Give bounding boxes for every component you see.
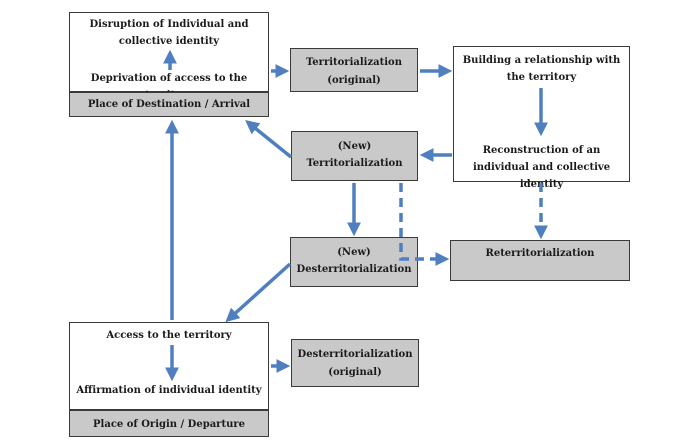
dashed-arrow-new-territorialization-to-reterritorialization bbox=[399, 183, 450, 266]
destination-label: Place of Destination / Arrival bbox=[87, 99, 251, 110]
arrow-new-deterritorialization-to-origin bbox=[225, 262, 292, 323]
deterritorialization-original-box: Desterritorialization (original) bbox=[291, 339, 419, 387]
new-territorialization-box: (New) Territorialization bbox=[291, 131, 418, 181]
relationship-building-text: Building a relationship with the territo… bbox=[462, 55, 621, 83]
identity-affirmation-text: Affirmation of individual identity bbox=[76, 385, 262, 396]
territorialization-original-box: Territorialization (original) bbox=[290, 48, 418, 92]
new-territorialization-line1: (New) bbox=[337, 141, 372, 152]
new-deterritorialization-line2: Desterritorialization bbox=[296, 264, 412, 275]
identity-disruption-text: Disruption of Individual and collective … bbox=[89, 19, 249, 47]
new-deterritorialization-line1: (New) bbox=[337, 247, 371, 258]
arrow-new-territorialization-to-destination bbox=[245, 120, 293, 159]
reterritorialization-box: Reterritorialization bbox=[450, 240, 630, 281]
origin-label-box: Place of Origin / Departure bbox=[69, 410, 269, 437]
destination-label-box: Place of Destination / Arrival bbox=[69, 92, 269, 117]
deterritorialization-original-line2: (original) bbox=[328, 367, 382, 378]
deterritorialization-original-line1: Desterritorialization bbox=[297, 349, 413, 360]
origin-box: Access to the territory Affirmation of i… bbox=[69, 322, 269, 410]
new-territorialization-line2: Territorialization bbox=[306, 158, 403, 169]
reterritorialization-label: Reterritorialization bbox=[485, 248, 595, 259]
new-deterritorialization-box: (New) Desterritorialization bbox=[290, 237, 418, 287]
access-territory-text: Access to the territory bbox=[106, 330, 232, 341]
origin-label: Place of Origin / Departure bbox=[93, 419, 245, 430]
territorialization-original-line2: (original) bbox=[327, 75, 381, 86]
territorialization-original-line1: Territorialization bbox=[306, 57, 402, 68]
